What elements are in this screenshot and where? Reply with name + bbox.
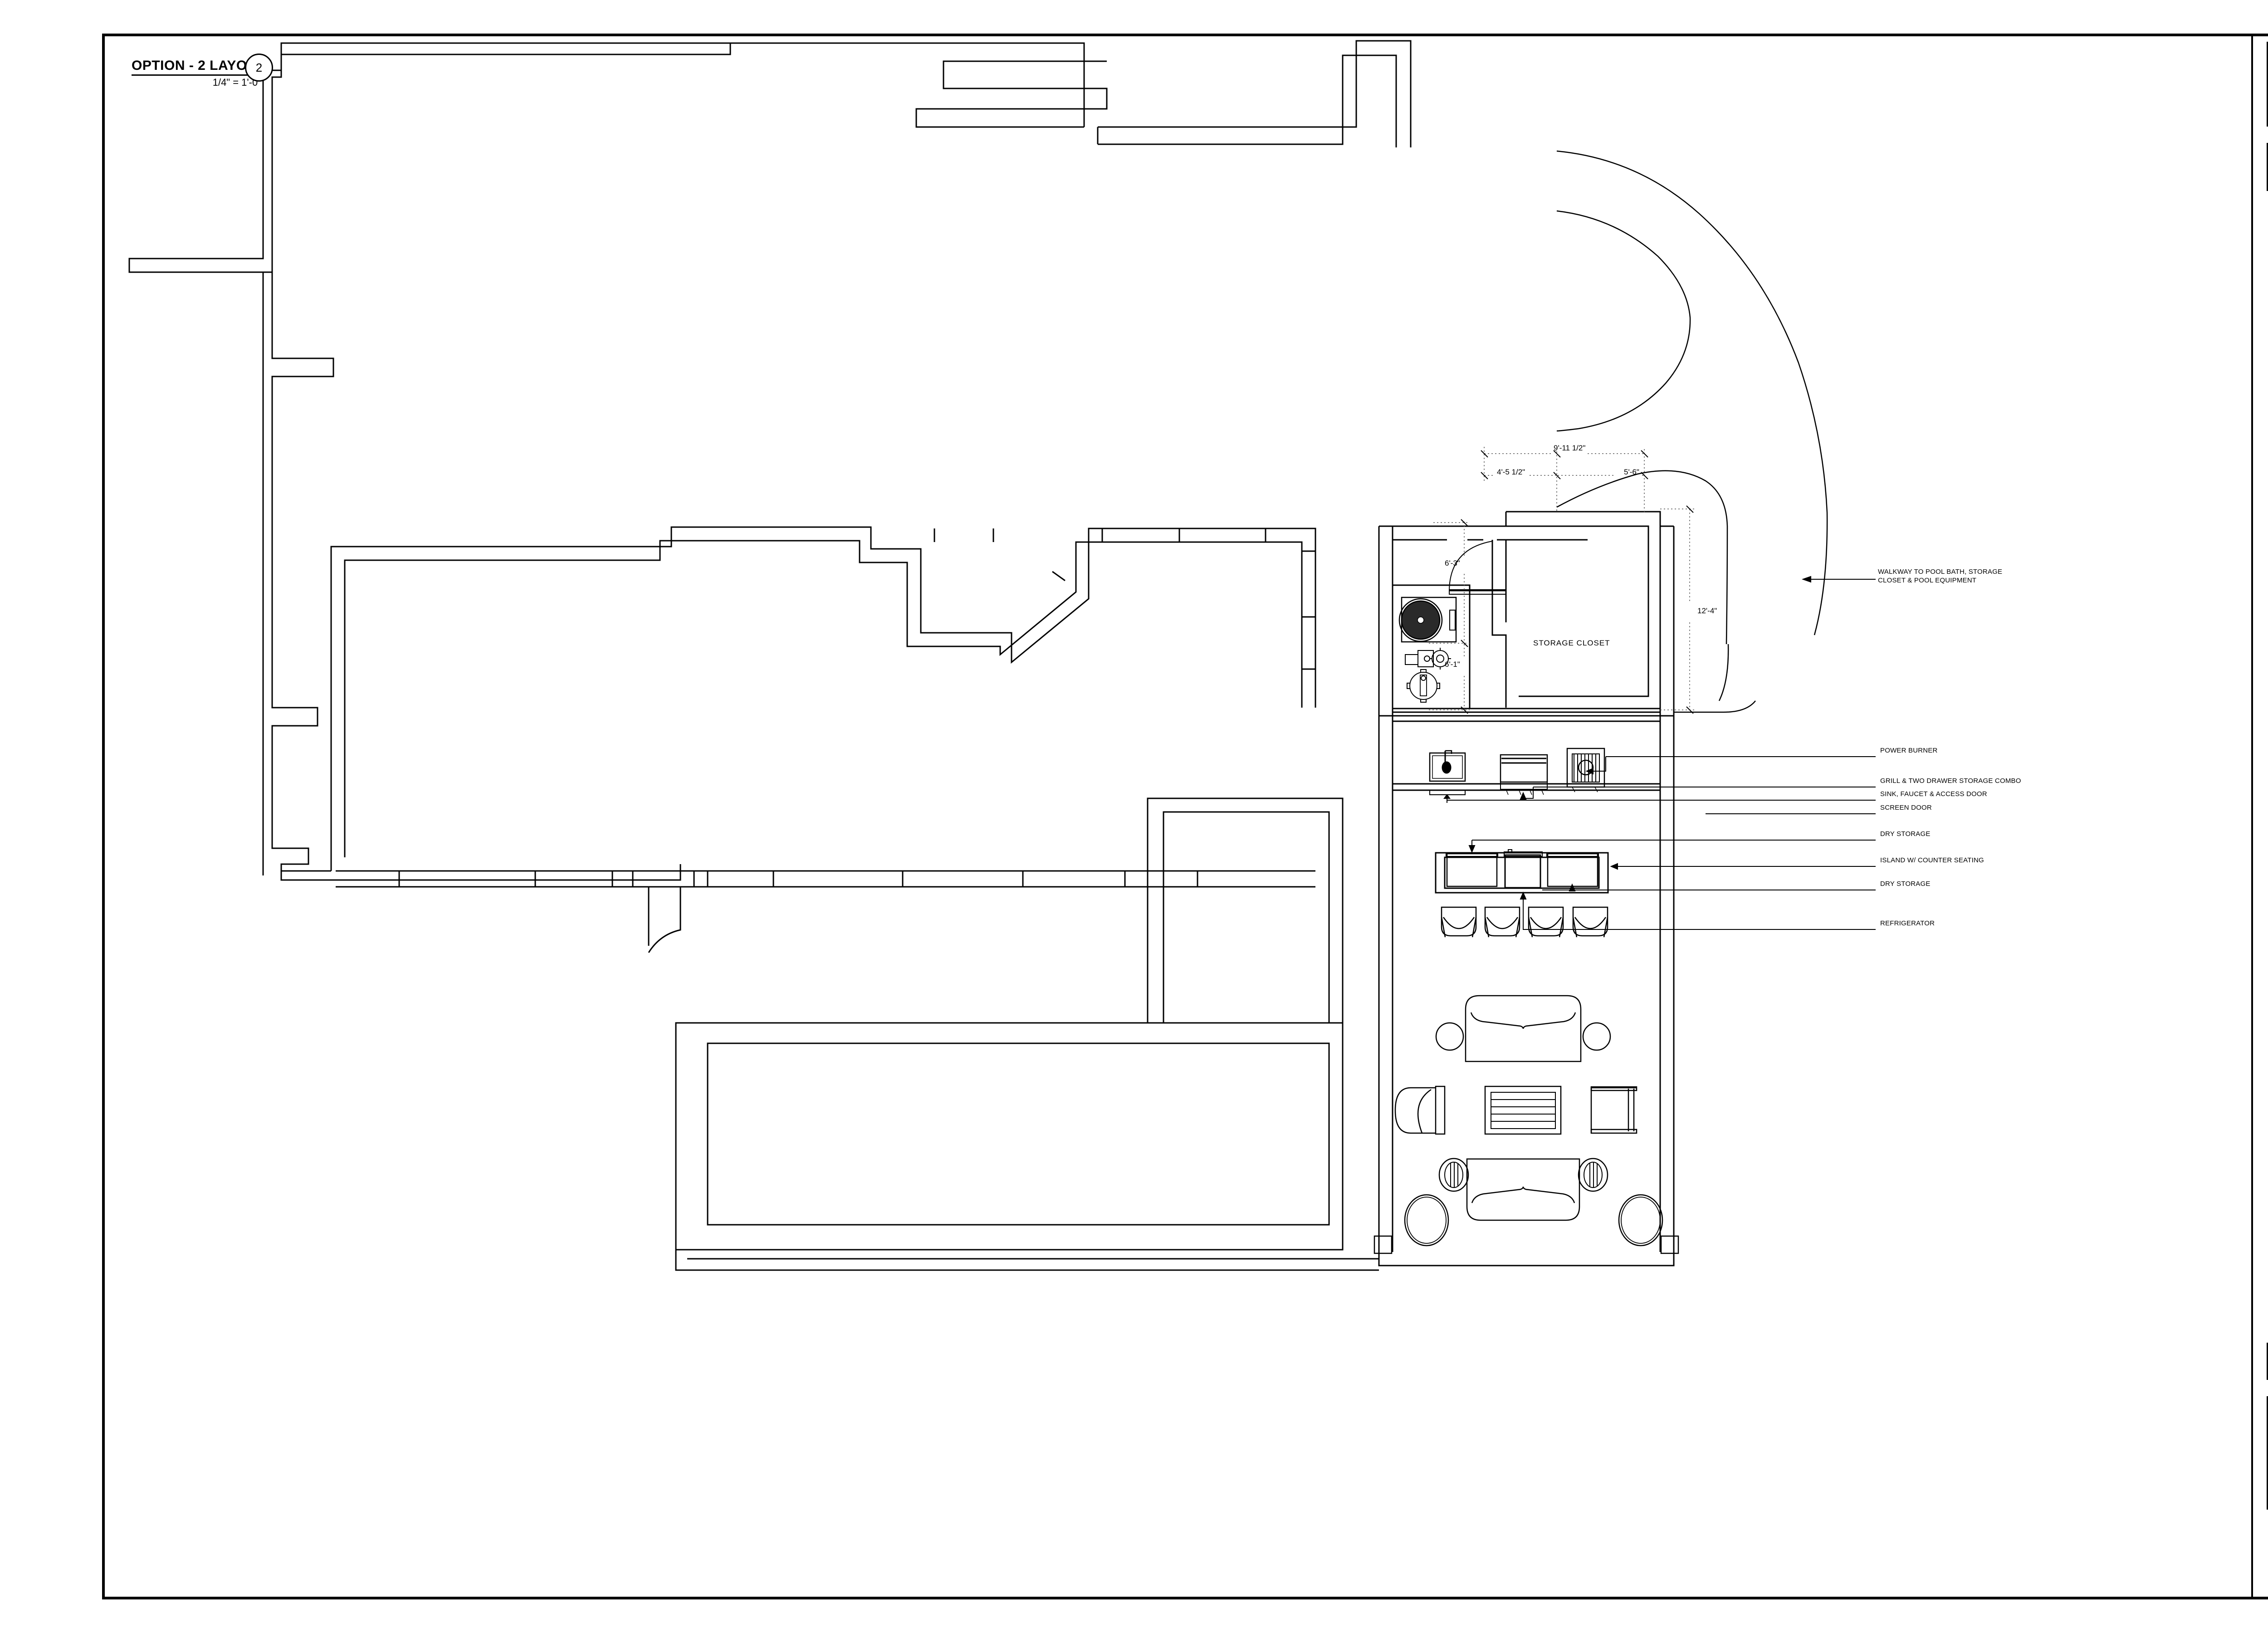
dimension-label: 6'-3" [1445,559,1460,567]
drawing-title: OPTION - 2 LAYOUT 1/4" = 1'-0" [132,58,266,88]
sheet-number-box: A-9 [2267,1423,2268,1510]
dimension-label: 12'-4" [1697,606,1717,615]
drawing-title-text: OPTION - 2 LAYOUT [132,58,266,73]
callout-dry-storage-upper: DRY STORAGE [1880,830,1931,838]
callout-screen-door: SCREEN DOOR [1880,804,1932,812]
callout-power-burner: POWER BURNER [1880,747,1938,754]
dimension-label: 6'-1" [1445,660,1460,669]
drawing-title-rule [132,74,261,76]
callout-sink-faucet: SINK, FAUCET & ACCESS DOOR [1880,790,1987,798]
callout-island-seating: ISLAND W/ COUNTER SEATING [1880,856,1984,864]
title-block-divider [2251,34,2253,1599]
room-label-storage-closet: STORAGE CLOSET [1533,639,1610,647]
copyright-notice: All of the Plans, Images and Content in … [2267,143,2268,191]
dimension-label: 9'-11 1/2" [1554,444,1586,452]
drawing-detail-bubble: 2 [245,54,273,82]
dimension-label: 4'-5 1/2" [1497,468,1525,476]
callout-refrigerator: REFRIGERATOR [1880,919,1935,927]
layout-option-box: LAYOUT OPTION - 2 [2267,1396,2268,1423]
callout-dry-storage-lower: DRY STORAGE [1880,880,1931,888]
project-info-box: PROJECT NO. 25019 DATE: 10/17/2025 DESIG… [2267,1343,2268,1380]
callout-walkway: WALKWAY TO POOL BATH, STORAGE CLOSET & P… [1878,568,2003,584]
callout-grill-storage-combo: GRILL & TWO DRAWER STORAGE COMBO [1880,777,2021,785]
dimension-label: 5'-6" [1624,468,1639,476]
